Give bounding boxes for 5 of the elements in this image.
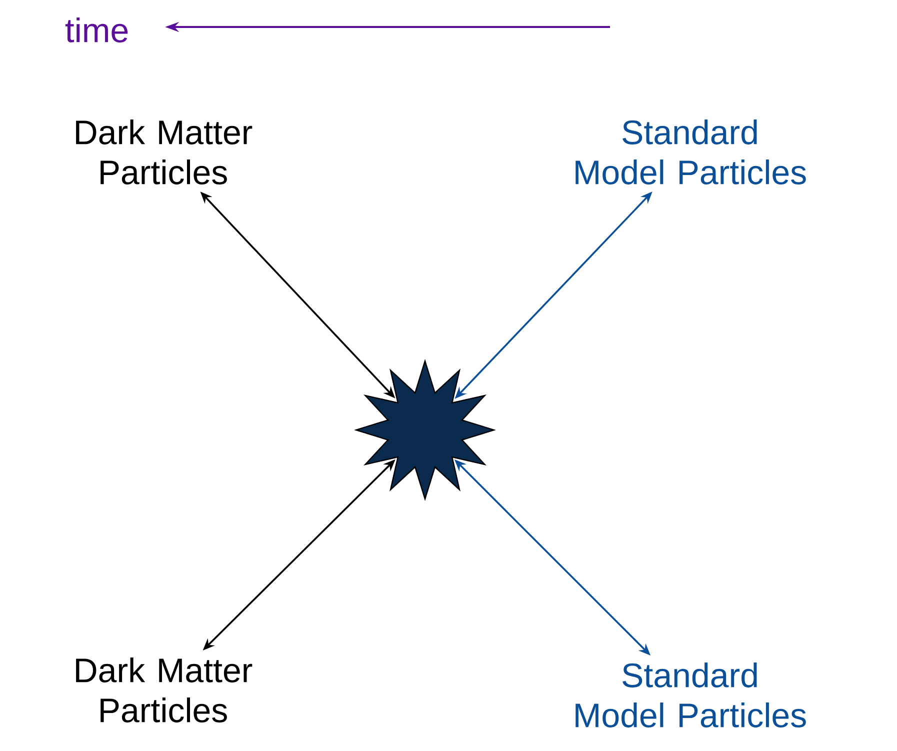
particle-label: Standard Model Particles	[576, 662, 806, 728]
particle-label: Standard Model Particles	[576, 120, 806, 184]
axis-label: time	[65, 18, 128, 42]
particle-label: Dark Matter Particles	[76, 120, 252, 184]
particle-label: Dark Matter Particles	[76, 658, 252, 722]
